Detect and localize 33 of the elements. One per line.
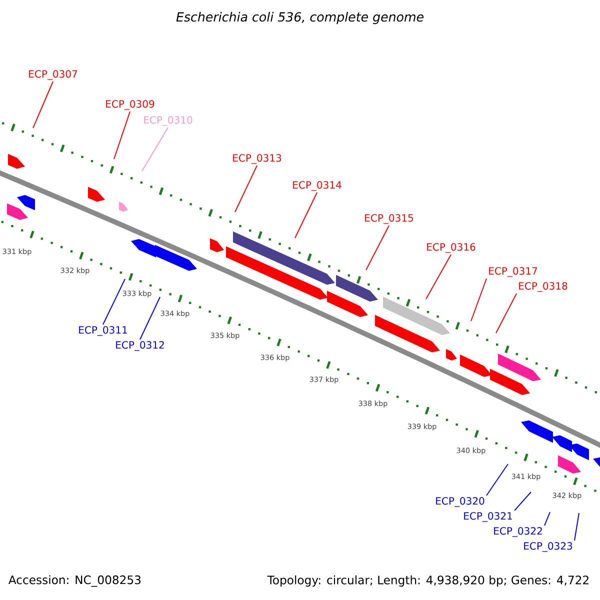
- leader-line: [234, 165, 258, 212]
- leader-line: [514, 492, 532, 512]
- gene-label: ECP_0318: [519, 282, 568, 292]
- leader-line: [496, 293, 518, 334]
- leader-line: [142, 127, 168, 172]
- gene-label: ECP_0307: [29, 70, 78, 80]
- gene-label: ECP_0312: [116, 341, 164, 351]
- gene-label: ECP_0313: [233, 154, 282, 164]
- gene-label: ECP_0309: [106, 100, 154, 110]
- footer-text: Topology: circular; Length: 4,938,920 bp; Genes: 4,722: [267, 575, 588, 587]
- leader-line: [470, 278, 487, 322]
- leader-line: [294, 192, 318, 238]
- gene-label: ECP_0316: [427, 243, 476, 253]
- gene-label: ECP_0310: [144, 116, 192, 126]
- gene-label: ECP_0323: [524, 542, 572, 552]
- leader-line: [426, 254, 452, 300]
- footer-text: Accession: NC_008253: [8, 575, 141, 587]
- gene-label: ECP_0315: [365, 214, 413, 224]
- leader-line: [102, 278, 126, 326]
- title: Escherichia coli 536, complete genome: [176, 12, 424, 24]
- leader-line: [32, 81, 54, 128]
- leader-line: [574, 512, 580, 542]
- leader-line: [544, 512, 550, 526]
- leader-line: [366, 225, 390, 270]
- leader-line: [114, 111, 130, 160]
- leader-line: [140, 296, 160, 340]
- leader-line: [486, 464, 508, 496]
- gene-label: ECP_0311: [79, 326, 127, 336]
- gene-label: ECP_0322: [494, 527, 542, 537]
- gene-label: ECP_0314: [293, 181, 342, 191]
- gene-label: ECP_0317: [489, 267, 538, 277]
- gene-label: ECP_0320: [436, 497, 484, 507]
- gene-label: ECP_0321: [464, 512, 512, 522]
